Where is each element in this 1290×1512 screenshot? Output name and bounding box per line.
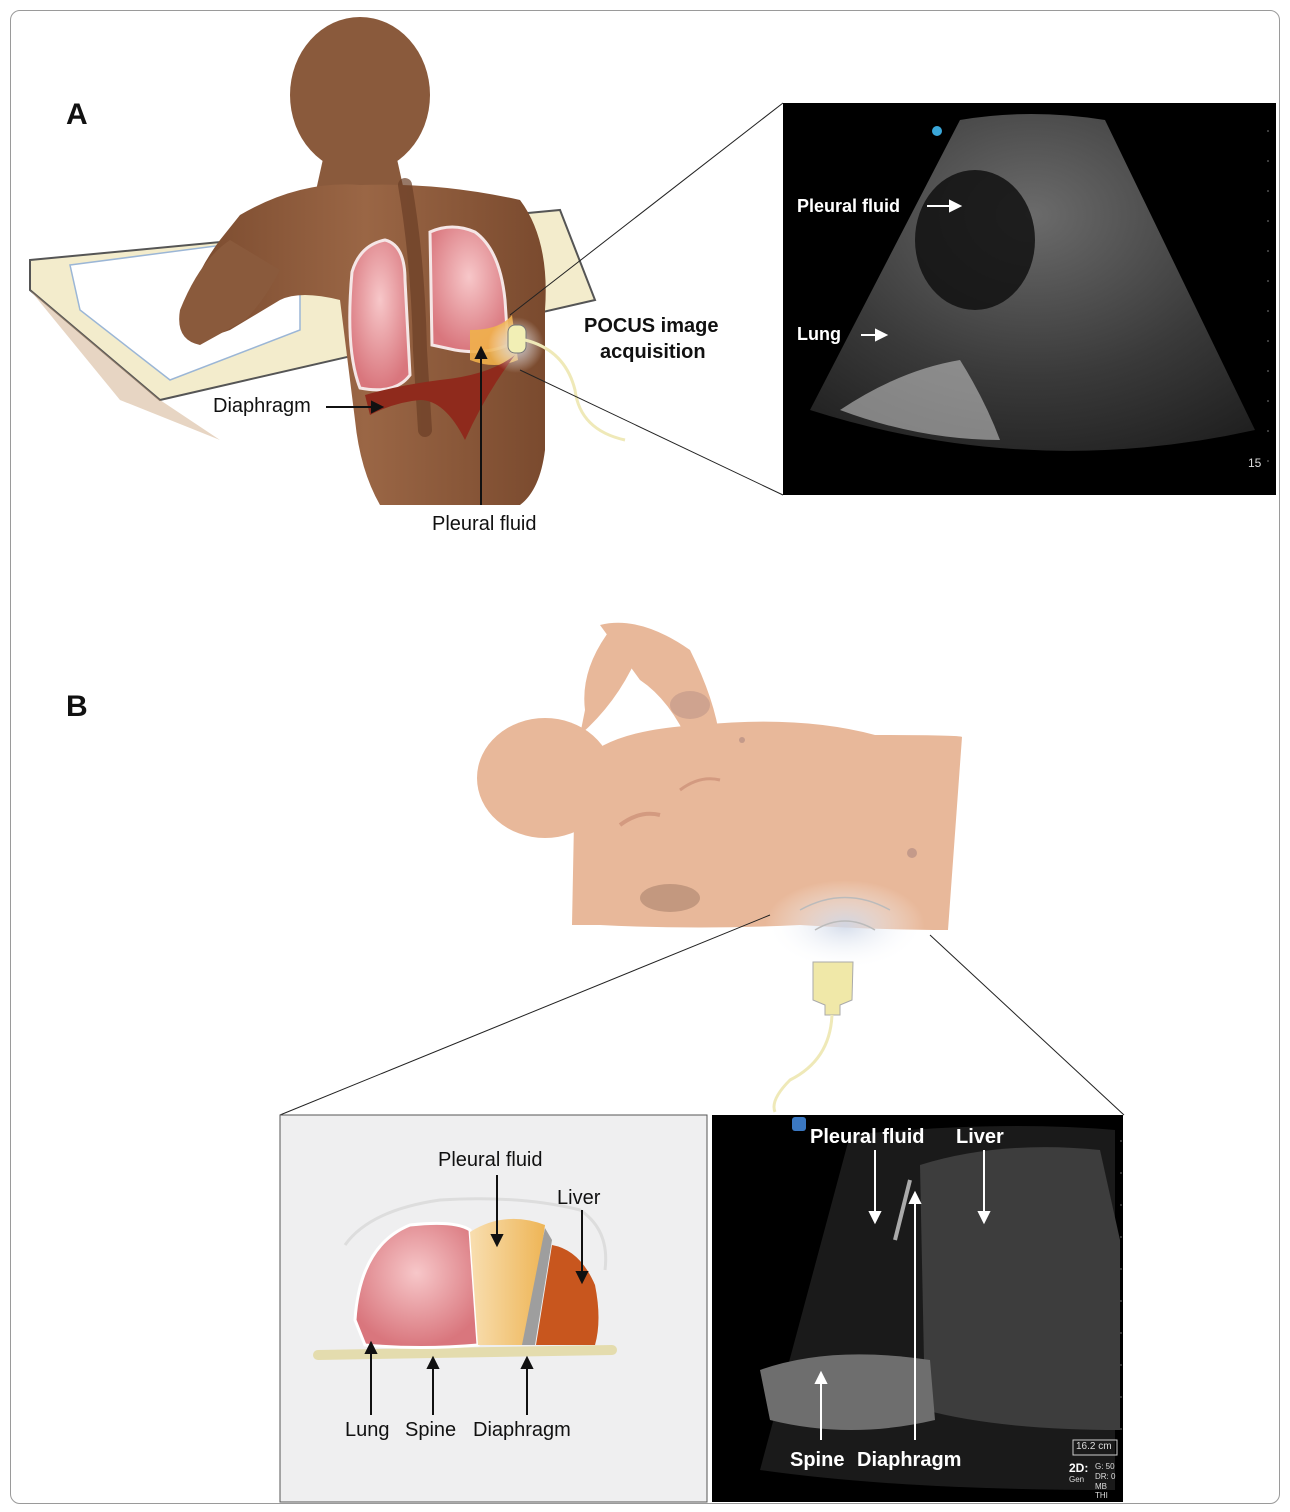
us-b-label-pleural-fluid: Pleural fluid — [810, 1126, 924, 1149]
us-a-label-lung: Lung — [797, 324, 841, 345]
patient-body-side — [477, 623, 962, 930]
us-b-mb: MB — [1095, 1482, 1107, 1491]
us-b-label-diaphragm: Diaphragm — [857, 1449, 961, 1472]
label-pleural-fluid-a: Pleural fluid — [432, 513, 537, 536]
us-b-label-spine: Spine — [790, 1449, 844, 1472]
ultrasound-image-a — [783, 103, 1276, 495]
us-b-mode: 2D: — [1069, 1461, 1088, 1475]
us-b-depth-badge: 16.2 cm — [1076, 1441, 1112, 1452]
us-b-label-liver: Liver — [956, 1126, 1004, 1149]
schematic-label-lung: Lung — [345, 1419, 390, 1442]
label-pocus-line2: acquisition — [600, 341, 706, 364]
panel-b-letter: B — [66, 690, 88, 724]
schematic-label-diaphragm: Diaphragm — [473, 1419, 571, 1442]
label-diaphragm-a: Diaphragm — [213, 395, 311, 418]
us-b-gain: G: 50 — [1095, 1462, 1115, 1471]
schematic-label-liver: Liver — [557, 1187, 600, 1210]
probe-panel-b — [765, 880, 925, 1112]
us-b-mode-sub: Gen — [1069, 1475, 1084, 1484]
schematic-label-pleural-fluid: Pleural fluid — [438, 1149, 543, 1172]
label-pocus-line1: POCUS image — [584, 315, 718, 338]
us-b-dr: DR: 0 — [1095, 1472, 1115, 1481]
us-a-label-pleural-fluid: Pleural fluid — [797, 196, 900, 217]
ultrasound-image-b — [712, 1115, 1123, 1502]
us-b-thi: THI — [1095, 1491, 1108, 1500]
us-a-depth: 15 — [1248, 456, 1261, 470]
schematic-box — [280, 1115, 707, 1502]
schematic-label-spine: Spine — [405, 1419, 456, 1442]
panel-a-letter: A — [66, 98, 88, 132]
